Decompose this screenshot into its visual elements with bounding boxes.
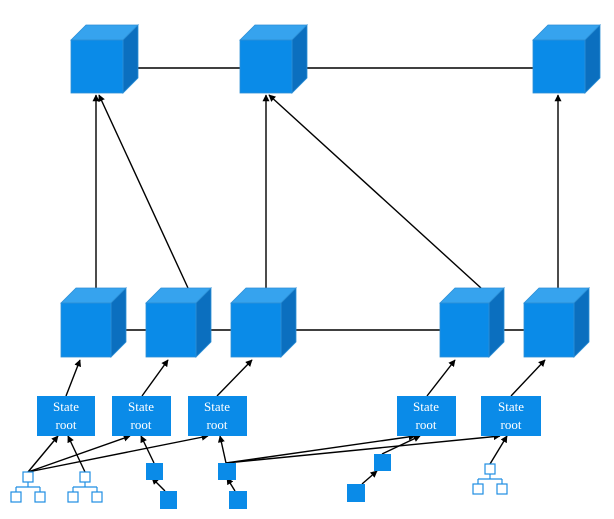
trie-node-squares — [146, 454, 391, 509]
block-bottom-2 — [145, 287, 212, 358]
trie-node-square — [347, 484, 365, 502]
trie-node-square — [374, 454, 391, 471]
arrow-sr5-to-b5 — [510, 359, 546, 397]
block-bottom-4 — [439, 287, 505, 358]
trie-node-square — [160, 491, 177, 509]
arrow-sq1-to-sr2 — [140, 435, 155, 464]
trie-tree-icon — [472, 463, 508, 495]
trie-tree-icon — [67, 471, 103, 503]
state-root-label-line2: root — [207, 417, 228, 432]
state-root-label-line1: State — [53, 399, 79, 414]
arrow-b2-to-top1 — [98, 94, 189, 289]
arrow-b4-to-top2 — [268, 94, 482, 289]
block-top-2 — [239, 24, 308, 94]
arrow-sq6-to-sq5 — [361, 470, 378, 485]
trie-node-square — [218, 463, 236, 480]
connections — [27, 64, 562, 492]
state-root-label-line2: root — [56, 417, 77, 432]
state-root-4: State root — [397, 396, 456, 436]
state-root-3: State root — [188, 396, 247, 436]
arrow-treeB-to-sr1 — [67, 435, 86, 473]
state-roots: State root State root State root State r… — [37, 396, 541, 436]
blocks — [60, 24, 601, 358]
state-root-label-line2: root — [501, 417, 522, 432]
trie-node-square — [229, 491, 247, 509]
trie-trees — [10, 463, 508, 503]
state-root-label-line1: State — [413, 399, 439, 414]
block-bottom-3 — [230, 287, 297, 358]
state-root-label-line2: root — [131, 417, 152, 432]
arrow-sr3-to-b3 — [216, 359, 253, 397]
trie-node-square — [146, 463, 163, 480]
state-root-1: State root — [37, 396, 95, 436]
arrow-sq3-to-sr3 — [217, 435, 227, 464]
state-root-label-line1: State — [498, 399, 524, 414]
arrow-sq2-to-sq1 — [151, 477, 166, 492]
arrow-sq3-to-sr5 — [225, 433, 501, 464]
state-root-label-line2: root — [416, 417, 437, 432]
arrow-treeA-to-sr1 — [27, 435, 59, 473]
arrow-sr2-to-b2 — [141, 359, 169, 397]
state-root-label-line1: State — [128, 399, 154, 414]
state-root-2: State root — [112, 396, 171, 436]
state-root-label-line1: State — [204, 399, 230, 414]
arrow-treeA-to-sr2 — [27, 434, 131, 473]
arrow-sq5-to-sr4 — [381, 435, 421, 455]
block-bottom-5 — [523, 287, 590, 358]
state-root-5: State root — [481, 396, 541, 436]
arrow-treeA-to-sr3 — [27, 433, 209, 473]
block-top-1 — [70, 24, 139, 94]
arrow-sr4-to-b4 — [426, 359, 456, 397]
arrow-sq3-to-sr4 — [225, 433, 416, 464]
arrow-sr1-to-b1 — [65, 359, 81, 397]
arrow-sq4-to-sq3 — [226, 477, 236, 492]
block-bottom-1 — [60, 287, 127, 358]
block-top-3 — [532, 24, 601, 94]
trie-tree-icon — [10, 471, 46, 503]
arrow-treeC-to-sr5 — [489, 435, 508, 465]
